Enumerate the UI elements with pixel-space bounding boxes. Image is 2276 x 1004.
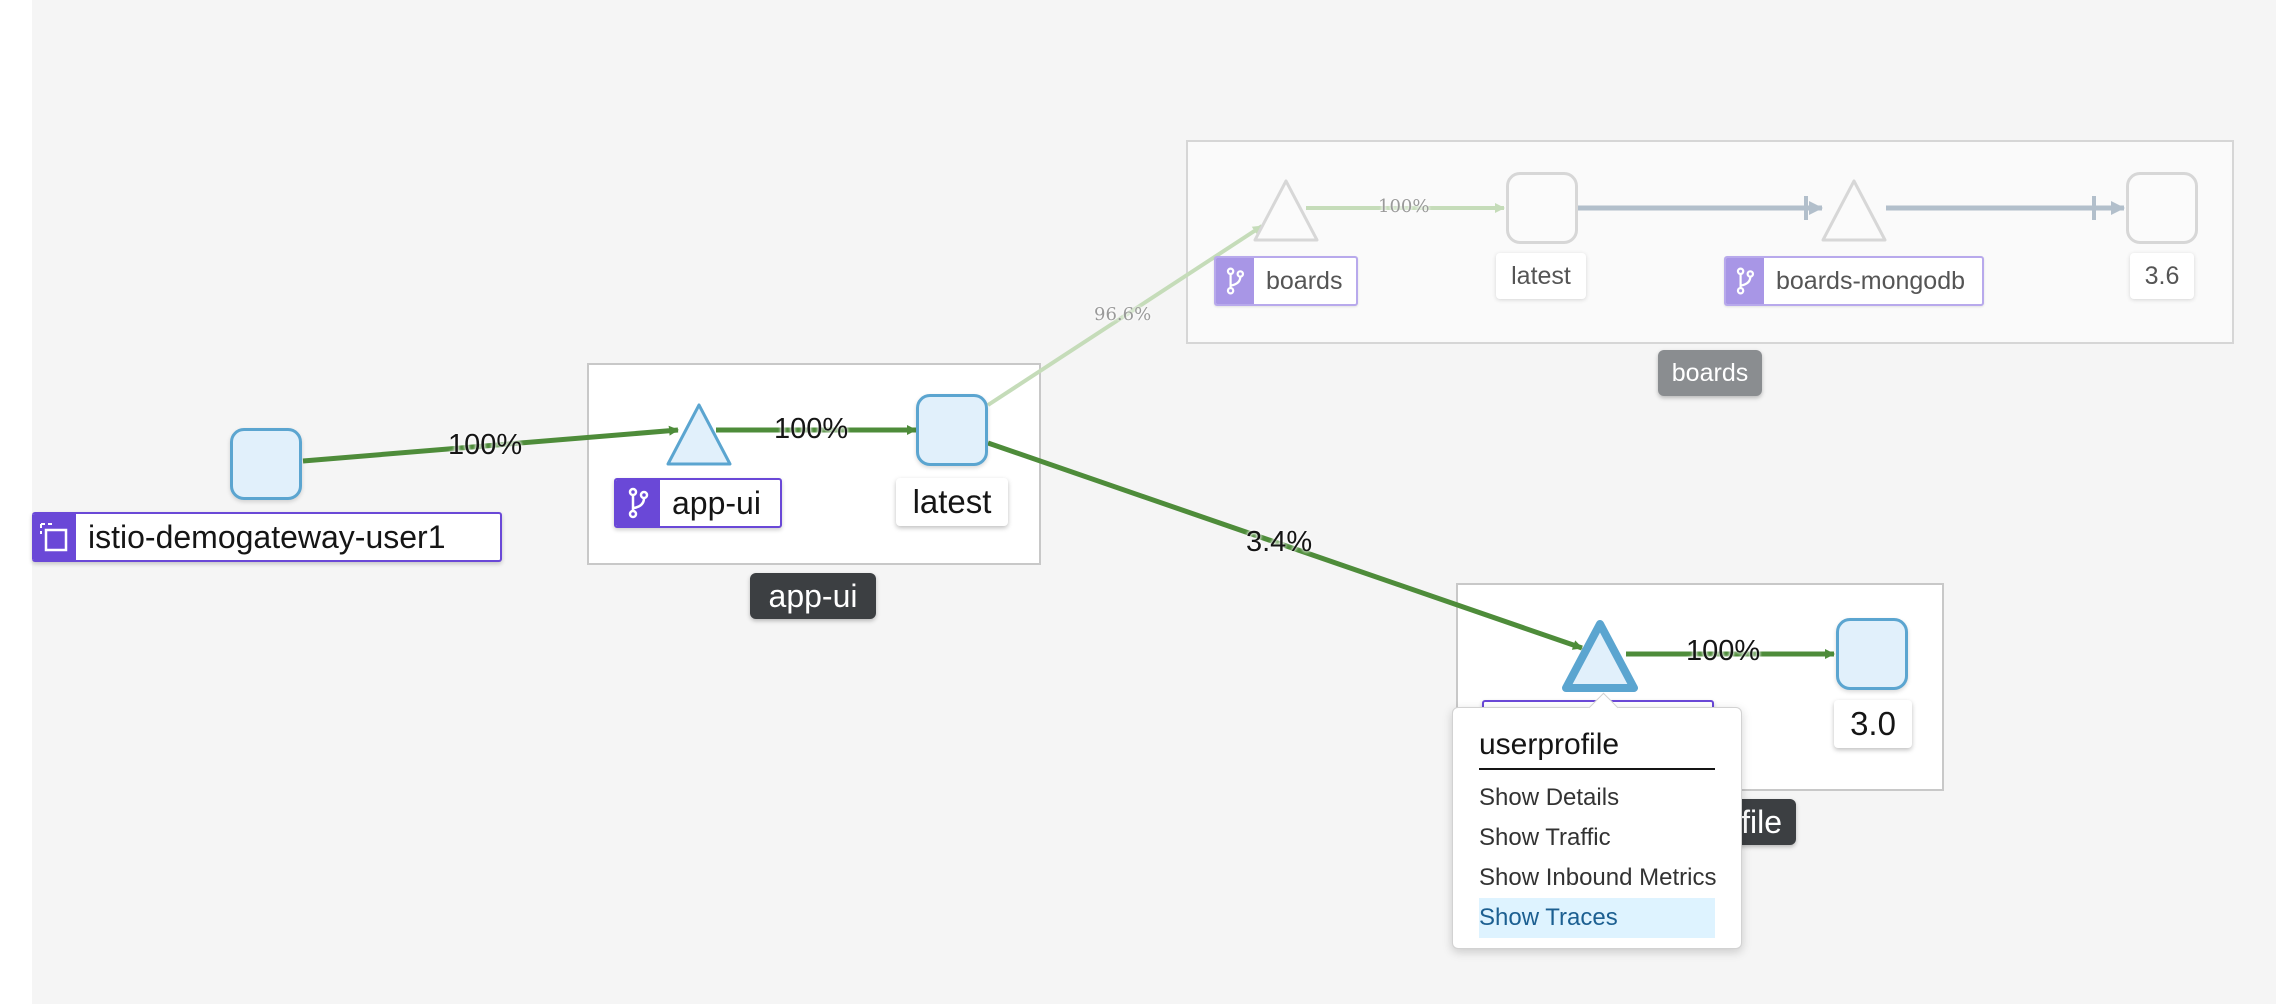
edge-label-app-ui-to-boards: 96.6% [1094, 304, 1152, 325]
gateway-workload-node[interactable] [230, 428, 302, 500]
boards-mongodb-service-label-text: boards-mongodb [1776, 266, 1966, 295]
edge-app-ui-to-userprofile[interactable] [987, 440, 1583, 651]
group-box-boards[interactable] [1186, 140, 2234, 344]
context-menu-show-traffic[interactable]: Show Traffic [1479, 824, 1611, 851]
boards-mongodb-workload-node[interactable] [2126, 172, 2198, 244]
gateway-label[interactable]: istio-demogateway-user1 [32, 512, 502, 562]
boards-service-label-text: boards [1266, 266, 1343, 295]
edge-label-app-ui-service-to-workload: 100% [774, 413, 849, 445]
userprofile-workload-version[interactable]: 3.0 [1834, 700, 1912, 748]
app-ui-service-label[interactable]: app-ui [614, 478, 782, 528]
boards-mongodb-service-node[interactable] [1818, 176, 1890, 246]
boards-mongodb-workload-version[interactable]: 3.6 [2130, 253, 2194, 299]
edge-label-userprofile-service-to-workload: 100% [1686, 635, 1761, 667]
edge-label-boards-service-to-workload: 100% [1378, 196, 1430, 217]
edge-label-app-ui-to-userprofile: 3.4% [1246, 526, 1313, 558]
branch-icon [1726, 258, 1764, 304]
context-menu-show-inbound-metrics[interactable]: Show Inbound Metrics [1479, 864, 1717, 891]
app-ui-service-node[interactable] [663, 400, 735, 470]
app-ui-workload-node[interactable] [916, 394, 988, 466]
context-menu-show-traces[interactable]: Show Traces [1479, 898, 1715, 938]
boards-workload-node[interactable] [1506, 172, 1578, 244]
boards-mongodb-service-label[interactable]: boards-mongodb [1724, 256, 1984, 306]
side-panel-edge [0, 0, 32, 1004]
edge-app-ui-to-boards[interactable] [986, 224, 1264, 407]
node-context-menu: userprofile Show Details Show Traffic Sh… [1452, 692, 1742, 949]
userprofile-service-node[interactable] [1560, 618, 1640, 696]
app-ui-service-label-text: app-ui [672, 484, 761, 521]
app-ui-group-label[interactable]: app-ui [750, 573, 876, 619]
gateway-icon [32, 514, 76, 560]
boards-service-node[interactable] [1250, 176, 1322, 246]
userprofile-group-label-text: file [1741, 803, 1782, 840]
gateway-label-text: istio-demogateway-user1 [88, 518, 446, 555]
edge-label-gateway-to-app-ui: 100% [448, 429, 523, 461]
context-menu-show-details[interactable]: Show Details [1479, 784, 1620, 811]
app-ui-workload-version[interactable]: latest [896, 478, 1008, 526]
boards-group-label[interactable]: boards [1658, 350, 1762, 396]
edge-gateway-to-app-ui[interactable] [302, 425, 679, 464]
branch-icon [1216, 258, 1254, 304]
boards-service-label[interactable]: boards [1214, 256, 1358, 306]
userprofile-workload-node[interactable] [1836, 618, 1908, 690]
branch-icon [616, 480, 660, 526]
context-menu-title: userprofile [1479, 728, 1715, 770]
boards-workload-version[interactable]: latest [1496, 253, 1586, 299]
